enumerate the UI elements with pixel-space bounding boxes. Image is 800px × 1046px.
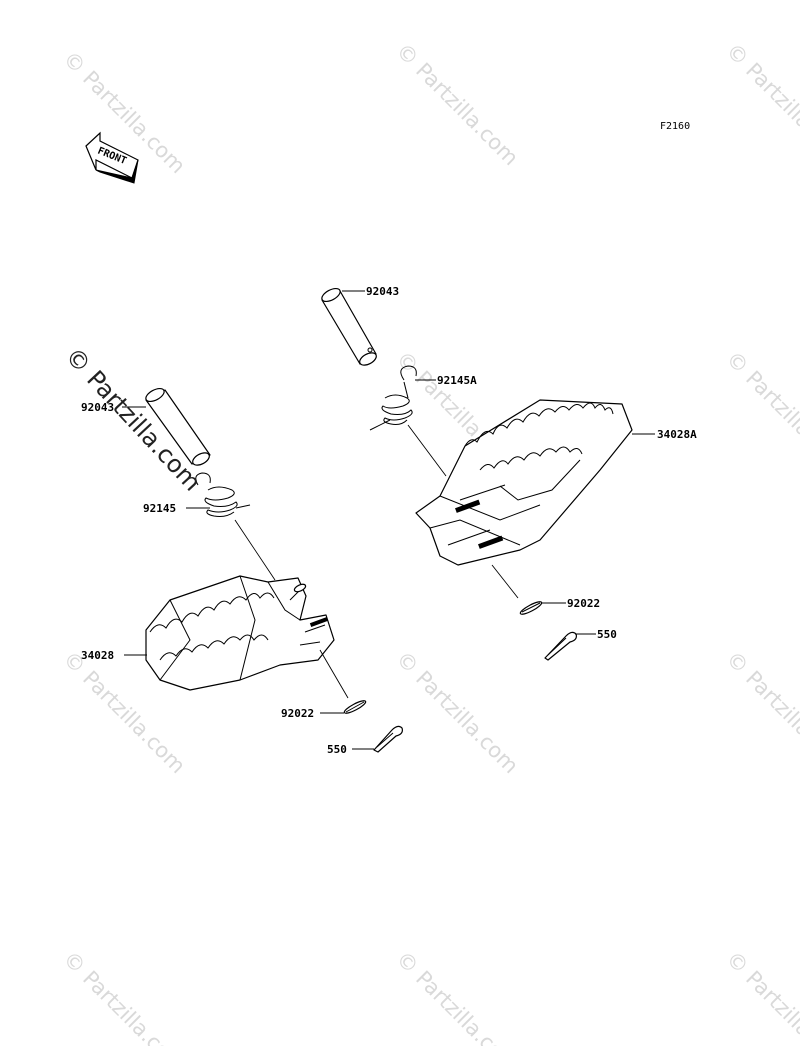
footpeg-left — [145, 575, 335, 691]
cotter-pin-left — [373, 725, 403, 753]
callout-pin-left: 92043 — [81, 401, 114, 414]
watermark-text: © Partzilla.com — [721, 947, 800, 1046]
torsion-spring-left — [195, 472, 251, 517]
callout-footpeg-left: 34028 — [81, 649, 114, 662]
torsion-spring-right — [369, 365, 417, 431]
watermark-grid: © Partzilla.com © Partzilla.com © Partzi… — [58, 39, 800, 1046]
footpeg-right — [415, 399, 633, 566]
watermark-text: © Partzilla.com — [391, 39, 523, 171]
watermark-text: © Partzilla.com — [721, 347, 800, 479]
callout-pin-right: 92043 — [366, 285, 399, 298]
watermark-text: © Partzilla.com — [391, 947, 523, 1046]
watermark-text: © Partzilla.com — [58, 947, 190, 1046]
clevis-pin-left — [145, 387, 211, 466]
washer-left — [343, 700, 367, 714]
callout-washer-left: 92022 — [281, 707, 314, 720]
watermark-text: © Partzilla.com — [391, 647, 523, 779]
washer-right — [519, 601, 543, 615]
clevis-pin-right — [321, 287, 377, 366]
front-arrow-icon: FRONT — [85, 131, 139, 184]
callout-washer-right: 92022 — [567, 597, 600, 610]
watermark-text: © Partzilla.com — [721, 39, 800, 171]
cotter-pin-right — [544, 631, 577, 661]
callout-footpeg-right: 34028A — [657, 428, 697, 441]
callout-cotter-left: 550 — [327, 743, 347, 756]
figure-code: F2160 — [660, 121, 690, 132]
callout-cotter-right: 550 — [597, 628, 617, 641]
callout-spring-left: 92145 — [143, 502, 176, 515]
callout-spring-right: 92145A — [437, 374, 477, 387]
watermark-text: © Partzilla.com — [721, 647, 800, 779]
